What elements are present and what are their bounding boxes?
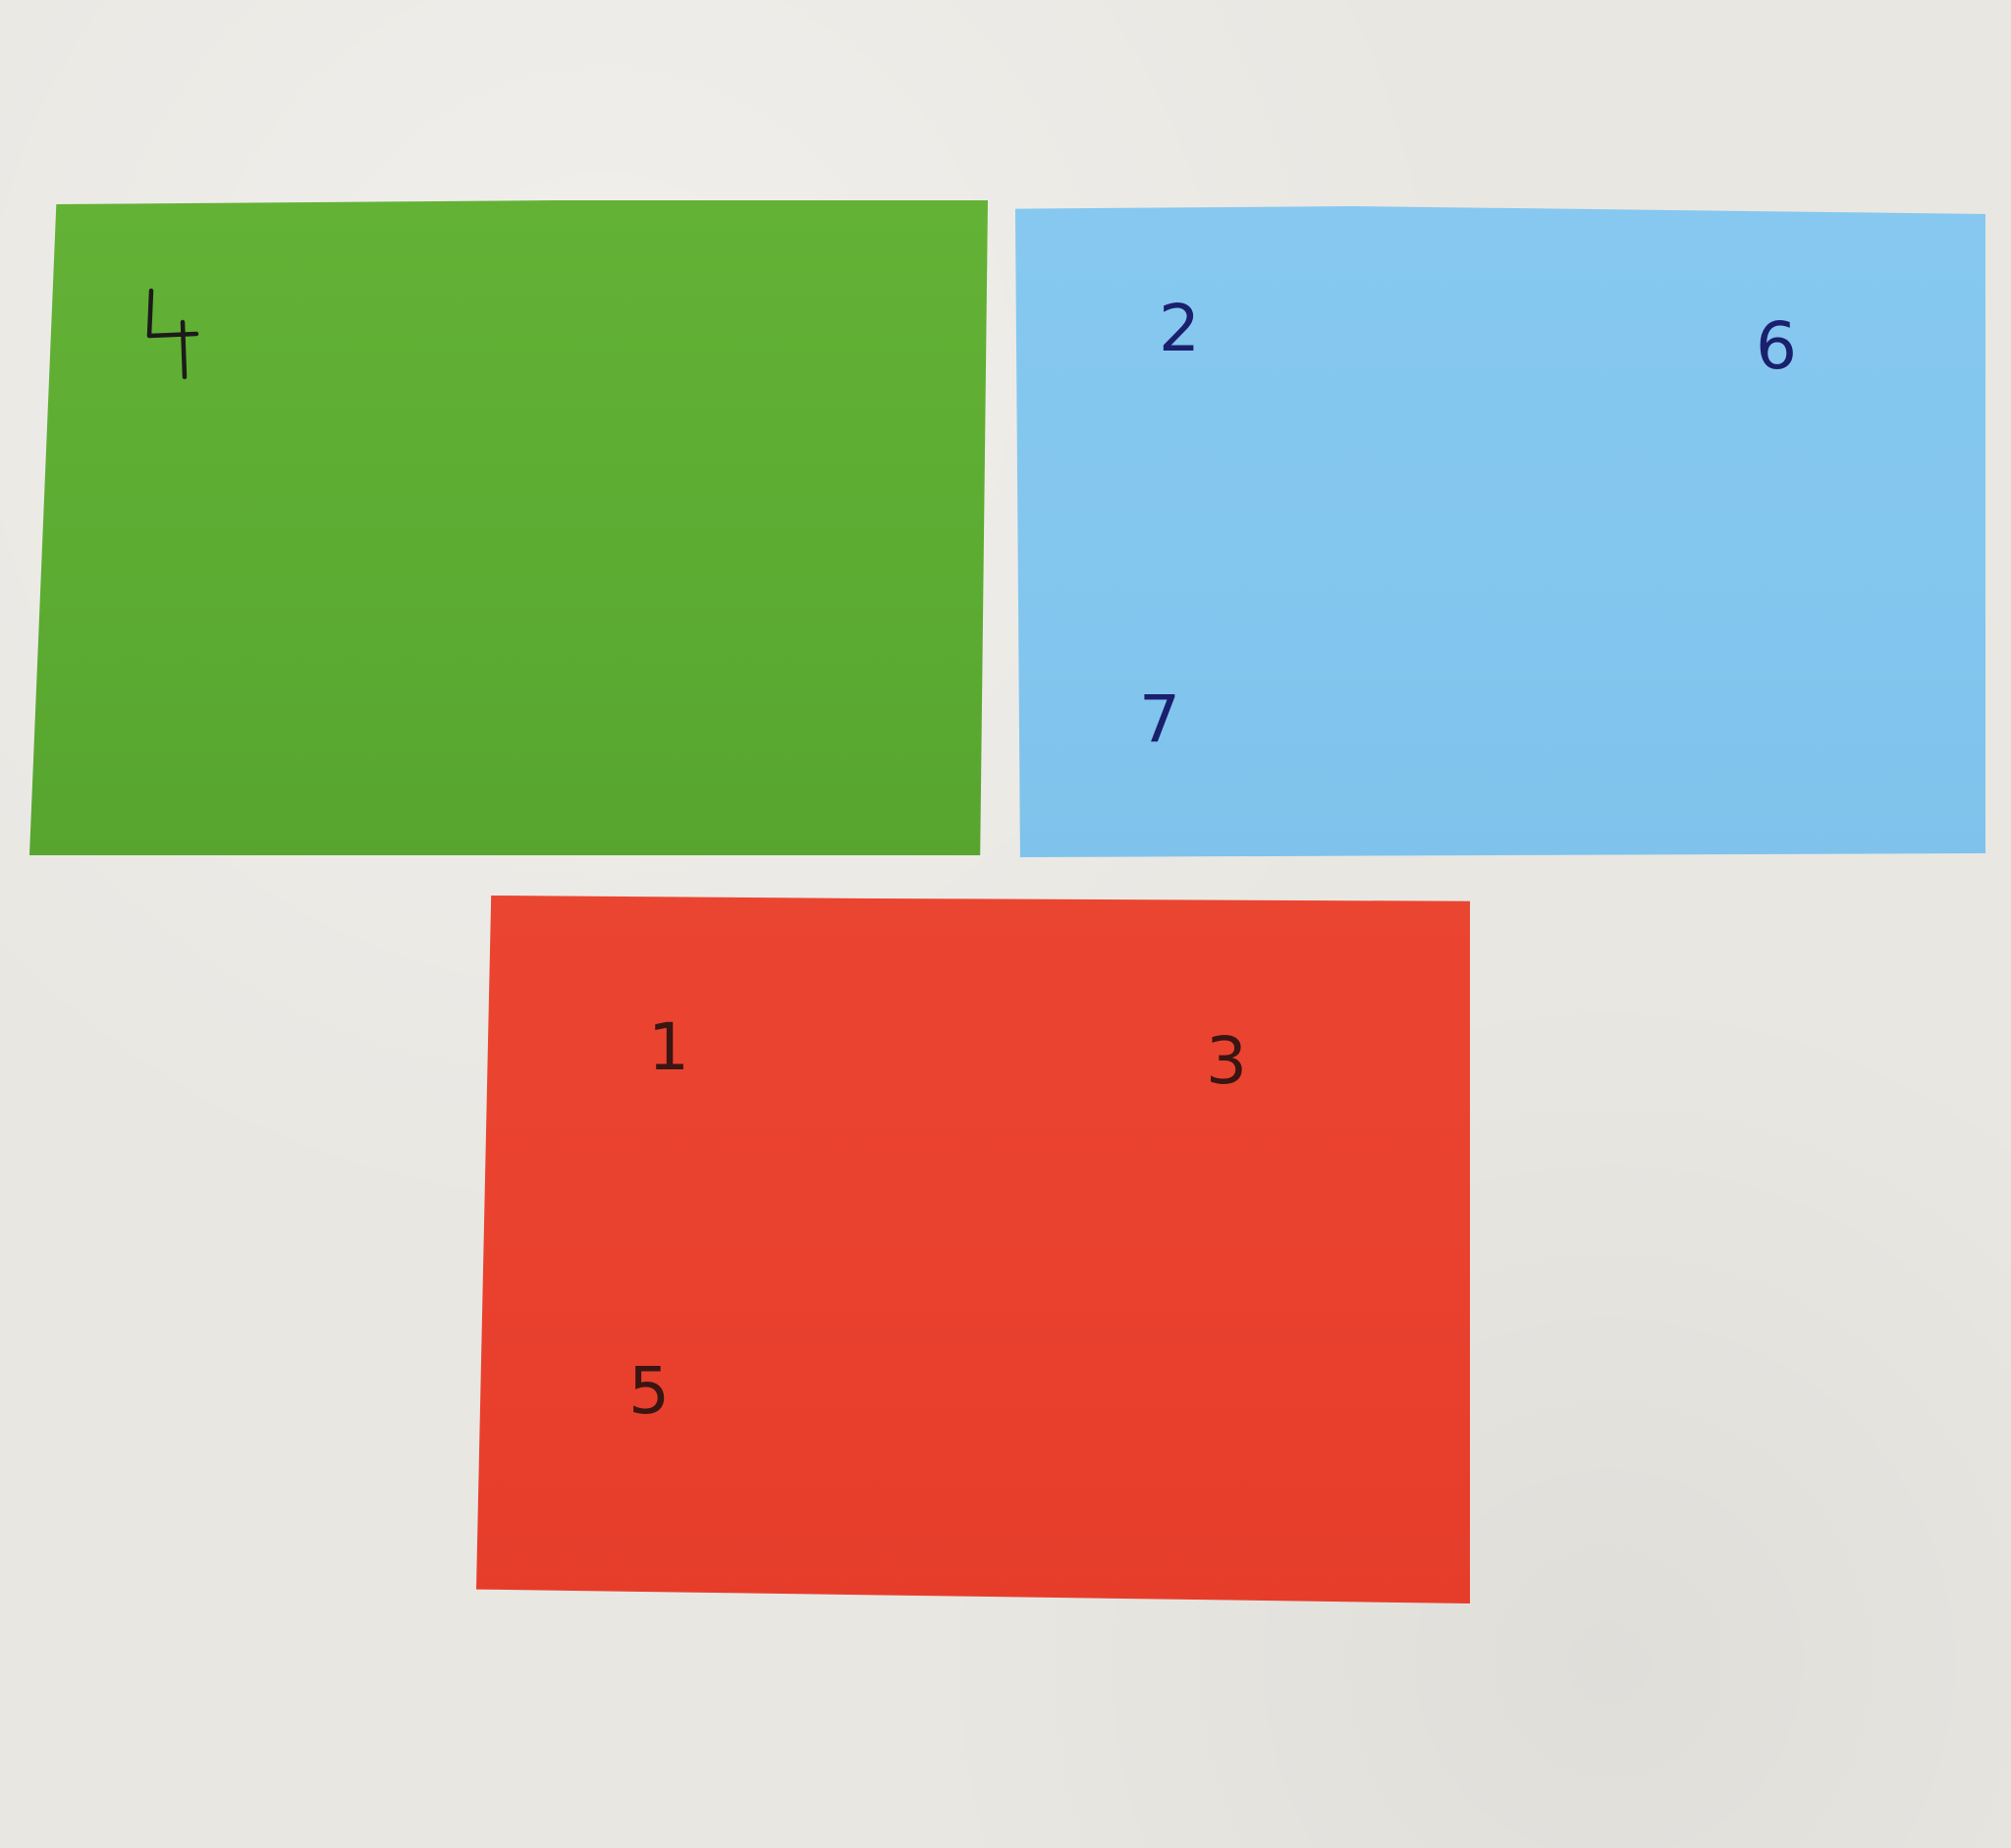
digit-2-label: 2 xyxy=(1159,291,1200,366)
digit-1-label: 1 xyxy=(648,1009,689,1085)
digit-5-label: 5 xyxy=(628,1353,670,1429)
digit-7-label: 7 xyxy=(1139,681,1180,757)
red-paper-sheet xyxy=(476,896,1470,1603)
digit-6-label: 6 xyxy=(1756,308,1797,384)
green-paper-sheet xyxy=(29,200,988,855)
handwritten-digit-4 xyxy=(146,288,199,380)
light-blue-paper-sheet xyxy=(1014,206,1985,857)
digit-3-label: 3 xyxy=(1206,1023,1247,1099)
